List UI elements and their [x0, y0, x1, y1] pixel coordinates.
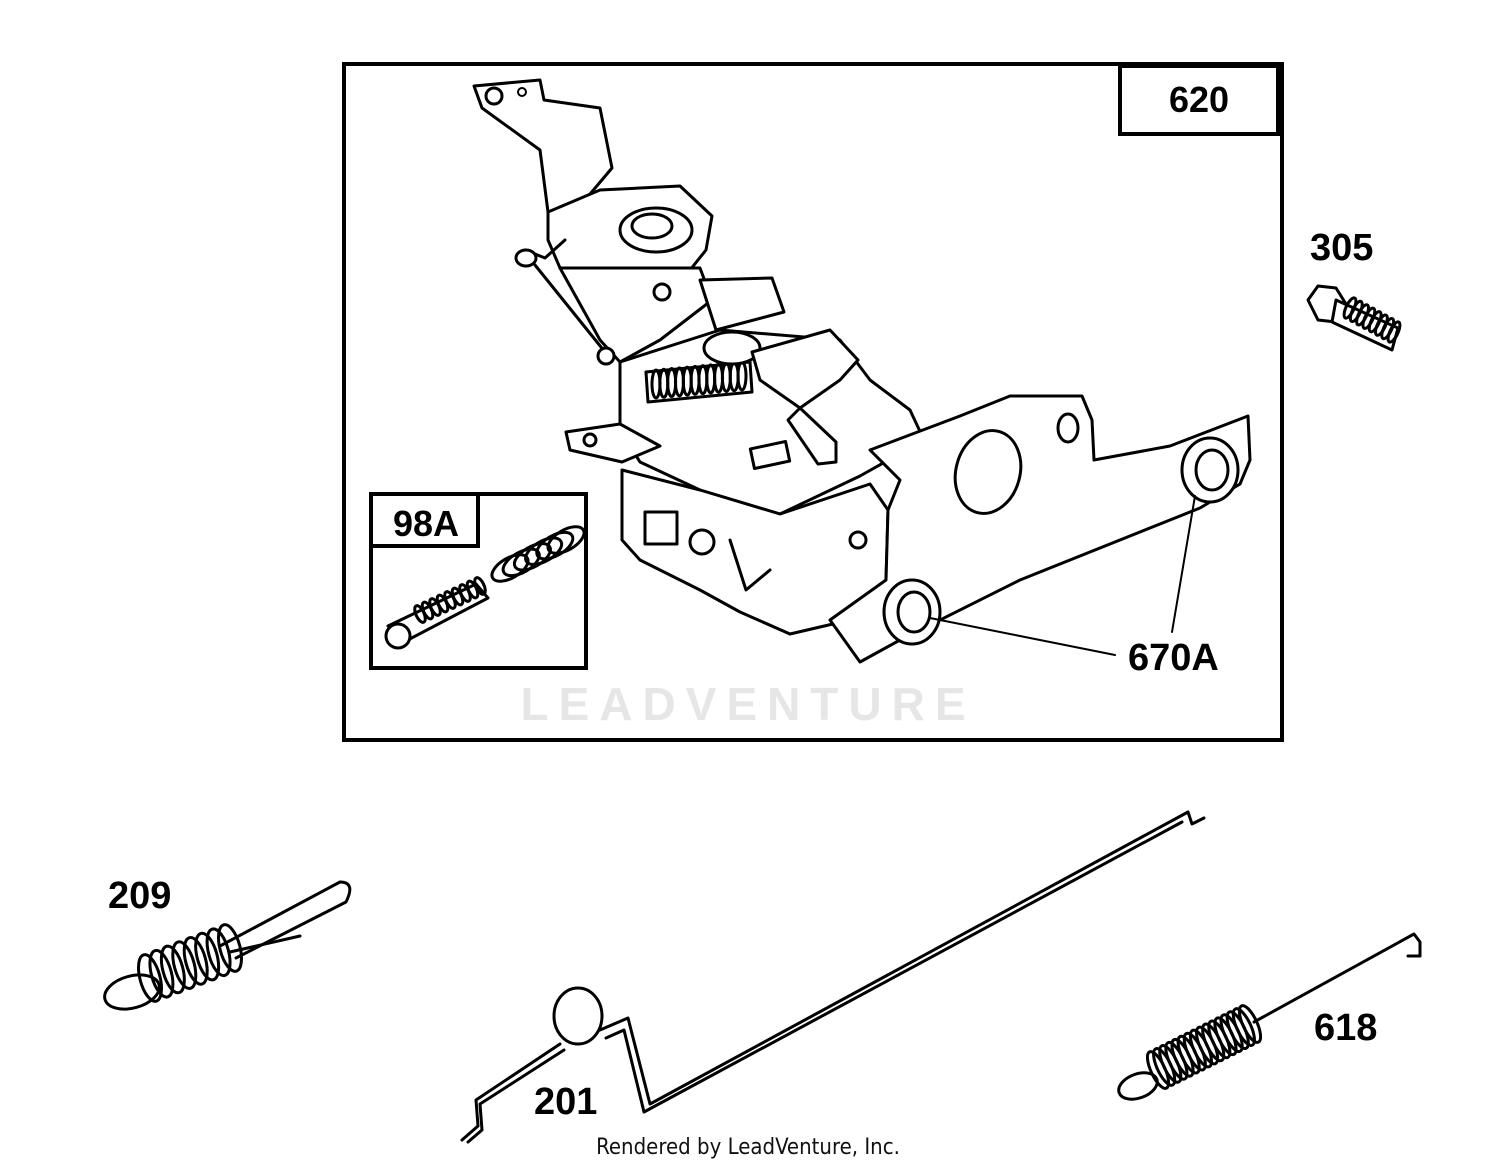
leader-line — [1171, 495, 1196, 633]
spring-governor-label: 209 — [108, 875, 171, 917]
assembly-label: 620 — [1169, 79, 1229, 120]
bolt-label: 305 — [1310, 227, 1373, 269]
spring-extension-drawing — [1117, 932, 1422, 1101]
coil-turn — [546, 525, 586, 555]
coil-turn — [159, 944, 186, 995]
control-bracket-drawing — [472, 78, 1252, 664]
link-drawing — [460, 810, 1206, 1144]
coil-turn — [182, 936, 209, 986]
assembly-frame — [342, 62, 1284, 742]
footer-credit: Rendered by LeadVenture, Inc. — [596, 1135, 900, 1160]
kit-label: 98A — [393, 503, 459, 544]
coil-turn — [524, 536, 564, 566]
spring-governor-drawing — [103, 880, 352, 1011]
coil-turn — [473, 576, 487, 596]
coil-turn — [1386, 320, 1402, 344]
coil-turn — [1237, 1004, 1263, 1044]
kit-label-box — [371, 494, 480, 548]
watermark-text: LEADVENTURE — [520, 678, 975, 730]
link-label: 201 — [534, 1081, 597, 1123]
coil-turn — [217, 923, 243, 973]
kit-drawing — [384, 525, 586, 650]
leader-line — [929, 617, 1116, 656]
coil-turn — [148, 948, 175, 999]
coil-turn — [1231, 1007, 1256, 1047]
coil-turn — [171, 940, 198, 990]
coil-turn — [205, 927, 232, 978]
bolt-drawing — [1306, 284, 1402, 352]
coil-turn — [137, 953, 163, 1003]
coil-turn — [535, 530, 575, 561]
coil-turn — [194, 931, 221, 982]
bushing-label: 670A — [1128, 637, 1219, 679]
spring-extension-label: 618 — [1314, 1007, 1377, 1049]
assembly-label-box — [1118, 64, 1280, 136]
